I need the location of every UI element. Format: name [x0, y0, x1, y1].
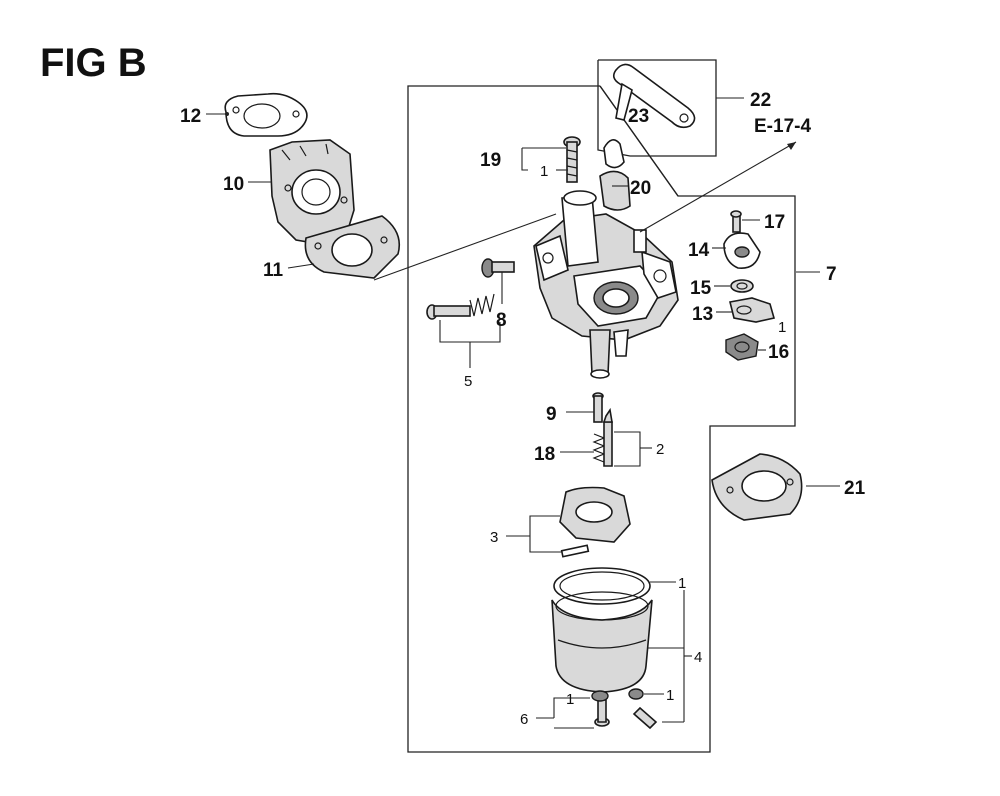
part-10-insulator [269, 139, 355, 245]
assembly-frame [407, 85, 796, 753]
callout-11: 11 [263, 260, 284, 281]
part-3-float [559, 486, 631, 558]
part-9-jet [592, 392, 604, 423]
callout-22: 22 [750, 90, 771, 111]
callout-6-qty: 1 [566, 691, 574, 708]
callout-4: 4 [694, 649, 702, 666]
leader-lines [206, 97, 840, 729]
part-21-gasket [711, 453, 803, 521]
callout-14: 14 [688, 240, 710, 261]
carburetor-body [533, 190, 679, 379]
part-5-pilot-screw [426, 293, 495, 320]
part-6-drain-screw [591, 690, 610, 727]
callout-19: 19 [480, 150, 501, 171]
callout-2: 2 [656, 441, 664, 458]
callout-20: 20 [630, 178, 651, 199]
part-16-nut [725, 333, 759, 361]
callout-15: 15 [690, 278, 712, 299]
callout-4-qty-top: 1 [678, 575, 686, 592]
part-13-nut [729, 297, 776, 323]
part-2-float-needle [602, 407, 613, 467]
callout-7: 7 [826, 264, 837, 285]
callout-4-qty-bottom: 1 [666, 687, 674, 704]
part-20-valve [599, 139, 631, 211]
frame-diagonal [599, 85, 679, 197]
callout-16: 16 [768, 342, 789, 363]
callout-17: 17 [764, 212, 785, 233]
callout-19-qty: 1 [540, 163, 548, 180]
part-18-spring [592, 433, 606, 463]
callout-23: 23 [628, 106, 649, 127]
part-12-gasket [224, 92, 308, 137]
part-14-cap [723, 232, 761, 269]
part-4-bowl-screw [628, 688, 658, 730]
inset-box-22 [597, 59, 717, 157]
part-22-choke-lever [612, 63, 696, 129]
figure-title: FIG B [40, 41, 147, 85]
callout-10: 10 [223, 174, 244, 195]
callout-21: 21 [844, 478, 866, 499]
part-4-float-bowl [551, 567, 653, 693]
callout-3: 3 [490, 529, 498, 546]
part-8-screw [481, 258, 515, 278]
callout-9: 9 [546, 404, 557, 425]
part-11-gasket [304, 215, 401, 279]
part-15-washer [730, 279, 754, 293]
callout-13-qty: 1 [778, 319, 786, 336]
figure-reference: E-17-4 [754, 116, 811, 137]
callout-8: 8 [496, 310, 507, 331]
callout-12: 12 [180, 106, 201, 127]
part-19-screw [563, 136, 581, 183]
callout-5: 5 [464, 373, 472, 390]
callout-13: 13 [692, 304, 713, 325]
callout-18: 18 [534, 444, 555, 465]
callout-6: 6 [520, 711, 528, 728]
part-17-screw [730, 210, 742, 233]
